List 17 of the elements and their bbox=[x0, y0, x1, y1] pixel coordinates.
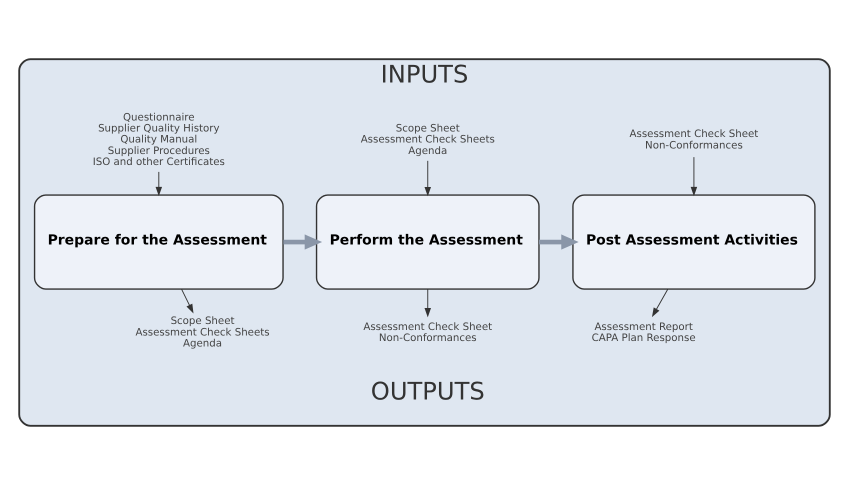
arrow bbox=[690, 156, 698, 196]
node-box: Prepare for the Assessment bbox=[34, 194, 284, 290]
node-box: Post Assessment Activities bbox=[572, 194, 816, 290]
node-text: Scope Sheet Assessment Check Sheets Agenda bbox=[135, 316, 270, 350]
node-text: Scope Sheet Assessment Check Sheets Agenda bbox=[360, 123, 495, 156]
arrow bbox=[539, 234, 579, 250]
arrow bbox=[181, 288, 194, 313]
arrow bbox=[424, 288, 432, 317]
arrow bbox=[156, 170, 162, 196]
node-box: Perform the Assessment bbox=[316, 194, 540, 290]
arrow bbox=[283, 234, 322, 250]
arrow bbox=[652, 288, 668, 317]
node-text: Assessment Report CAPA Plan Response bbox=[592, 321, 696, 344]
node-text: Assessment Check Sheet Non-Conformances bbox=[363, 321, 492, 344]
node-text: Assessment Check Sheet Non-Conformances bbox=[630, 128, 758, 151]
arrow bbox=[424, 160, 432, 196]
node-text: Questionnaire Supplier Quality History Quality Manual Supplier Procedures ISO and other Certificates bbox=[92, 112, 225, 168]
